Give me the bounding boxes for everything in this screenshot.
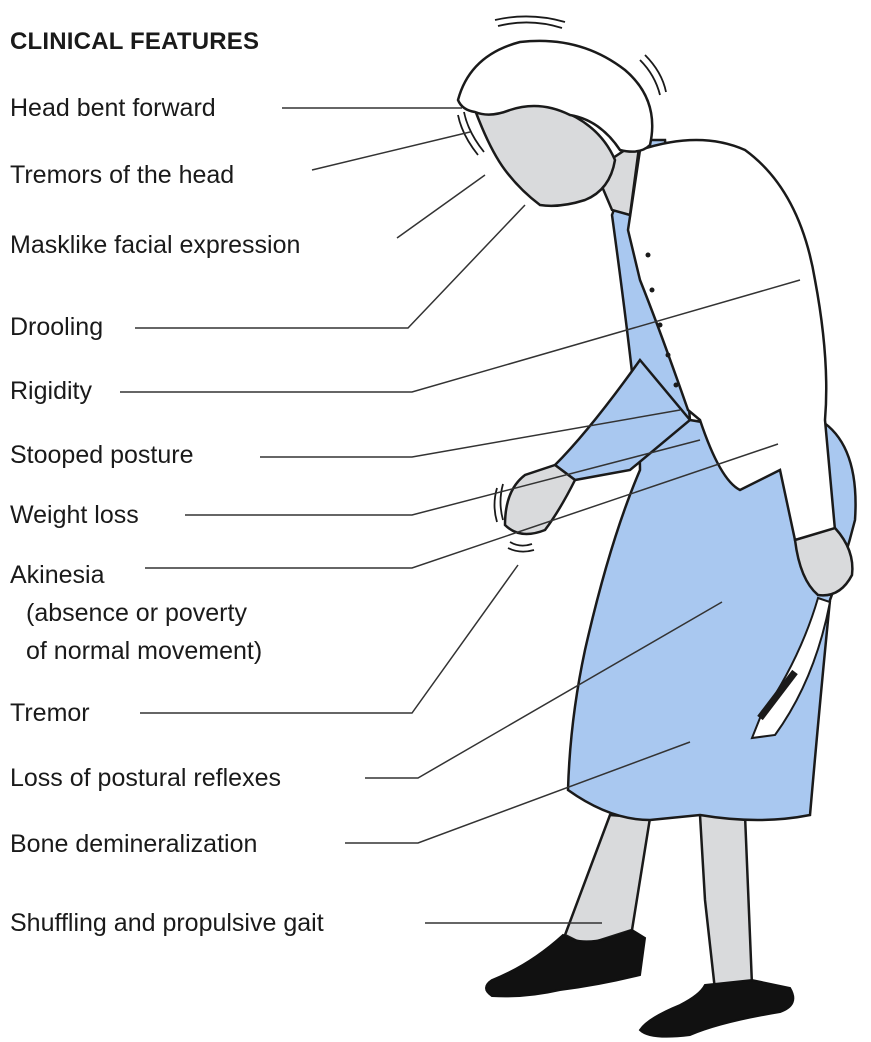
label-bone-demineralization: Bone demineralization bbox=[10, 827, 257, 861]
diagram-title: CLINICAL FEATURES bbox=[10, 28, 259, 56]
label-head-bent-forward: Head bent forward bbox=[10, 91, 216, 125]
label-weight-loss: Weight loss bbox=[10, 498, 139, 532]
label-stooped-posture: Stooped posture bbox=[10, 438, 193, 472]
label-akinesia-line-3: of normal movement) bbox=[26, 634, 262, 668]
label-shuffling-and-propulsive-gait: Shuffling and propulsive gait bbox=[10, 906, 324, 940]
label-masklike-facial-expression: Masklike facial expression bbox=[10, 228, 300, 262]
label-rigidity: Rigidity bbox=[10, 374, 92, 408]
label-akinesia-line-2: (absence or poverty bbox=[26, 596, 247, 630]
label-drooling: Drooling bbox=[10, 310, 103, 344]
label-akinesia: Akinesia bbox=[10, 558, 105, 592]
label-loss-of-postural-reflexes: Loss of postural reflexes bbox=[10, 761, 281, 795]
label-tremors-of-the-head: Tremors of the head bbox=[10, 158, 234, 192]
label-tremor: Tremor bbox=[10, 696, 90, 730]
